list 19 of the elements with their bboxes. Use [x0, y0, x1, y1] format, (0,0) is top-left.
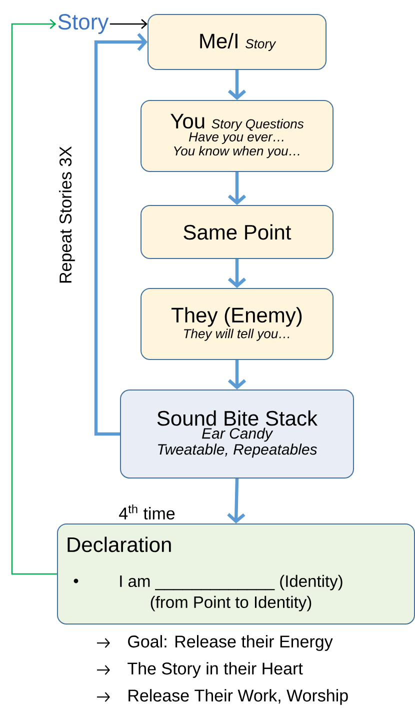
process-box: Me/I Story — [148, 14, 326, 70]
declaration-box: Declaration I am _____________ (Identity) (from Point to Identity) — [57, 524, 415, 624]
list-item: Release Their Work, Worship — [128, 689, 348, 705]
process-box: Same Point — [140, 205, 334, 259]
arrow — [228, 259, 246, 288]
process-box: They (Enemy) They will tell you… — [140, 288, 334, 360]
list-item: The Story in their Heart — [128, 662, 303, 678]
arrow — [11, 19, 57, 575]
arrow — [228, 172, 246, 205]
edge-label: 4$^{th}$ time — [119, 504, 175, 520]
process-box: Sound Bite Stack Ear Candy Tweatable, Repeatables — [120, 390, 354, 478]
arrow — [110, 19, 148, 29]
handwritten-word: Story — [58, 14, 109, 34]
edge-label: Repeat Stories 3X — [59, 146, 75, 283]
arrow — [228, 360, 246, 390]
process-box: You Story Questions Have you ever… You know when you… — [140, 100, 334, 172]
arrow — [227, 478, 246, 524]
arrow — [228, 70, 246, 100]
arrow — [94, 32, 148, 436]
